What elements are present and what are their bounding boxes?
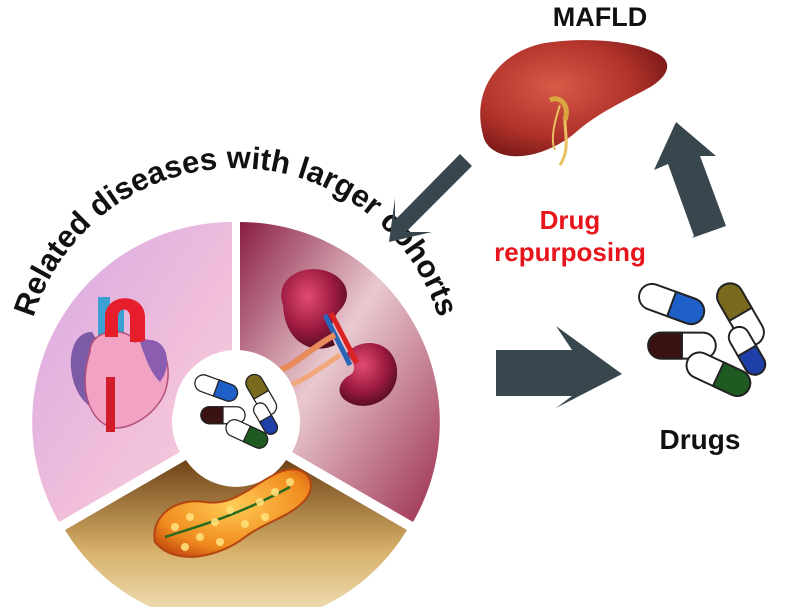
liver-icon	[480, 40, 668, 166]
drugs-pills-icon	[634, 277, 770, 402]
arrow-drugs-to-liver	[654, 122, 726, 238]
arrow-wheel-to-drugs	[496, 326, 622, 408]
arrow-liver-to-wheel	[389, 146, 472, 242]
pancreas-icon	[153, 468, 312, 558]
drug-repurposing-line2: repurposing	[494, 237, 646, 267]
mafld-label: MAFLD	[552, 2, 648, 32]
drug-repurposing-label: Drug repurposing	[470, 204, 670, 268]
drugs-label: Drugs	[659, 424, 741, 455]
drug-repurposing-line1: Drug	[539, 205, 601, 235]
kidney-icon	[278, 269, 398, 406]
heart-icon	[70, 297, 169, 432]
